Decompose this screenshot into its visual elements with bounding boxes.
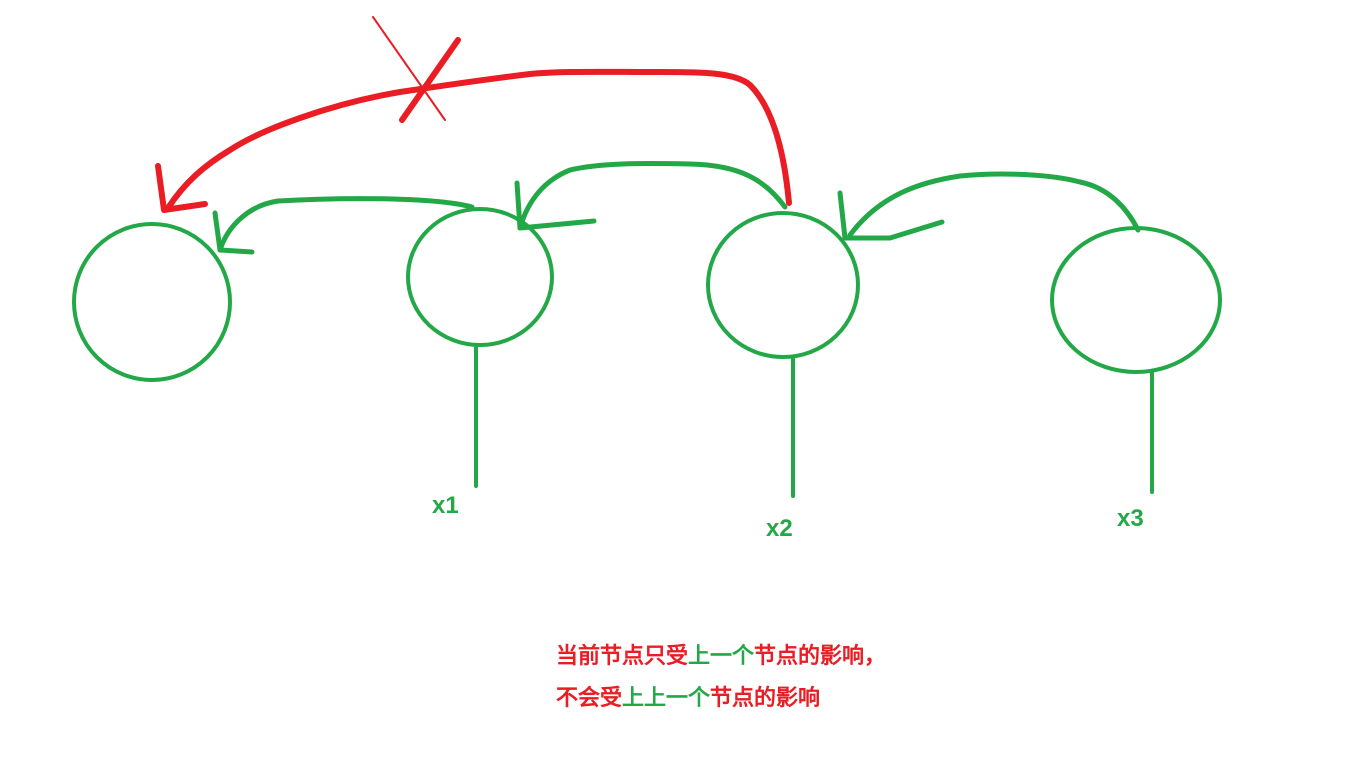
- state-node-0: [72, 222, 232, 382]
- caption-2-part-3: 节点: [710, 686, 755, 711]
- caption-2-part-4: 的影响: [754, 686, 821, 711]
- state-node-1: [406, 207, 554, 347]
- caption-line-2: 不会受上上一个节点的影响: [556, 686, 820, 712]
- green-arrow-2-to-1: [514, 161, 788, 231]
- cross-mark: [372, 16, 461, 123]
- input-label-x1: x1: [432, 492, 459, 519]
- caption-line-1: 当前节点只受上一个节点的影响，: [556, 644, 886, 670]
- state-node-3: [1050, 226, 1222, 374]
- red-arrow-2-to-0: [155, 68, 792, 213]
- caption-1-part-3: 节点: [754, 644, 799, 669]
- input-label-x3: x3: [1117, 505, 1144, 532]
- caption-1-part-4: 的影响，: [798, 644, 887, 669]
- caption-1-part-2: 上一个: [688, 644, 755, 669]
- green-arrow-1-to-0: [212, 196, 475, 255]
- input-label-x2: x2: [766, 515, 793, 542]
- caption-2-part-2: 上上一个: [622, 686, 711, 711]
- state-node-2: [706, 211, 860, 359]
- caption-1-part-1: 当前节点只受: [556, 644, 689, 669]
- green-arrow-3-to-2: [837, 171, 1141, 241]
- caption-2-part-1: 不会受: [556, 686, 623, 711]
